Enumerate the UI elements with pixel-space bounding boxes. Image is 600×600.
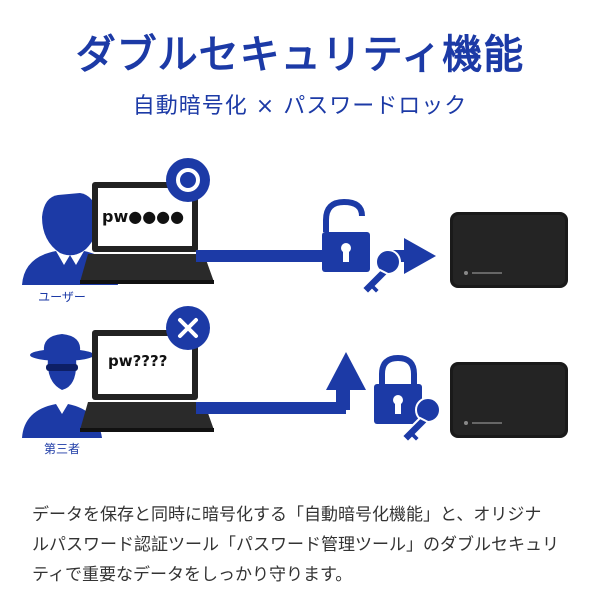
page-subtitle: 自動暗号化 × パスワードロック — [132, 94, 468, 119]
flow-arrow-rejected — [196, 352, 366, 414]
intruder-password-text: pw???? — [108, 352, 167, 370]
circle-ok-icon — [166, 158, 210, 202]
description-line: ティで重要なデータをしっかり守ります。 — [32, 565, 353, 585]
key-icon — [400, 397, 441, 444]
user-password-text: pw●●●● — [102, 207, 184, 226]
lock-closed-icon — [374, 354, 422, 424]
storage-drive-icon — [450, 212, 568, 288]
page-title: ダブルセキュリティ機能 — [75, 32, 525, 78]
key-icon — [360, 249, 401, 296]
x-icon — [166, 306, 210, 350]
security-diagram: pw●●●● pw???? — [22, 158, 568, 444]
storage-drive-icon — [450, 362, 568, 438]
description-line: ルパスワード認証ツール「パスワード管理ツール」のダブルセキュリ — [32, 535, 559, 555]
description-text: データを保存と同時に暗号化する「自動暗号化機能」と、オリジナ ルパスワード認証ツ… — [32, 500, 572, 590]
user-label: ユーザー — [38, 290, 86, 304]
description-line: データを保存と同時に暗号化する「自動暗号化機能」と、オリジナ — [32, 505, 542, 525]
lock-open-icon — [322, 198, 370, 272]
flow-arrow-right — [196, 238, 436, 274]
intruder-label: 第三者 — [43, 442, 80, 456]
